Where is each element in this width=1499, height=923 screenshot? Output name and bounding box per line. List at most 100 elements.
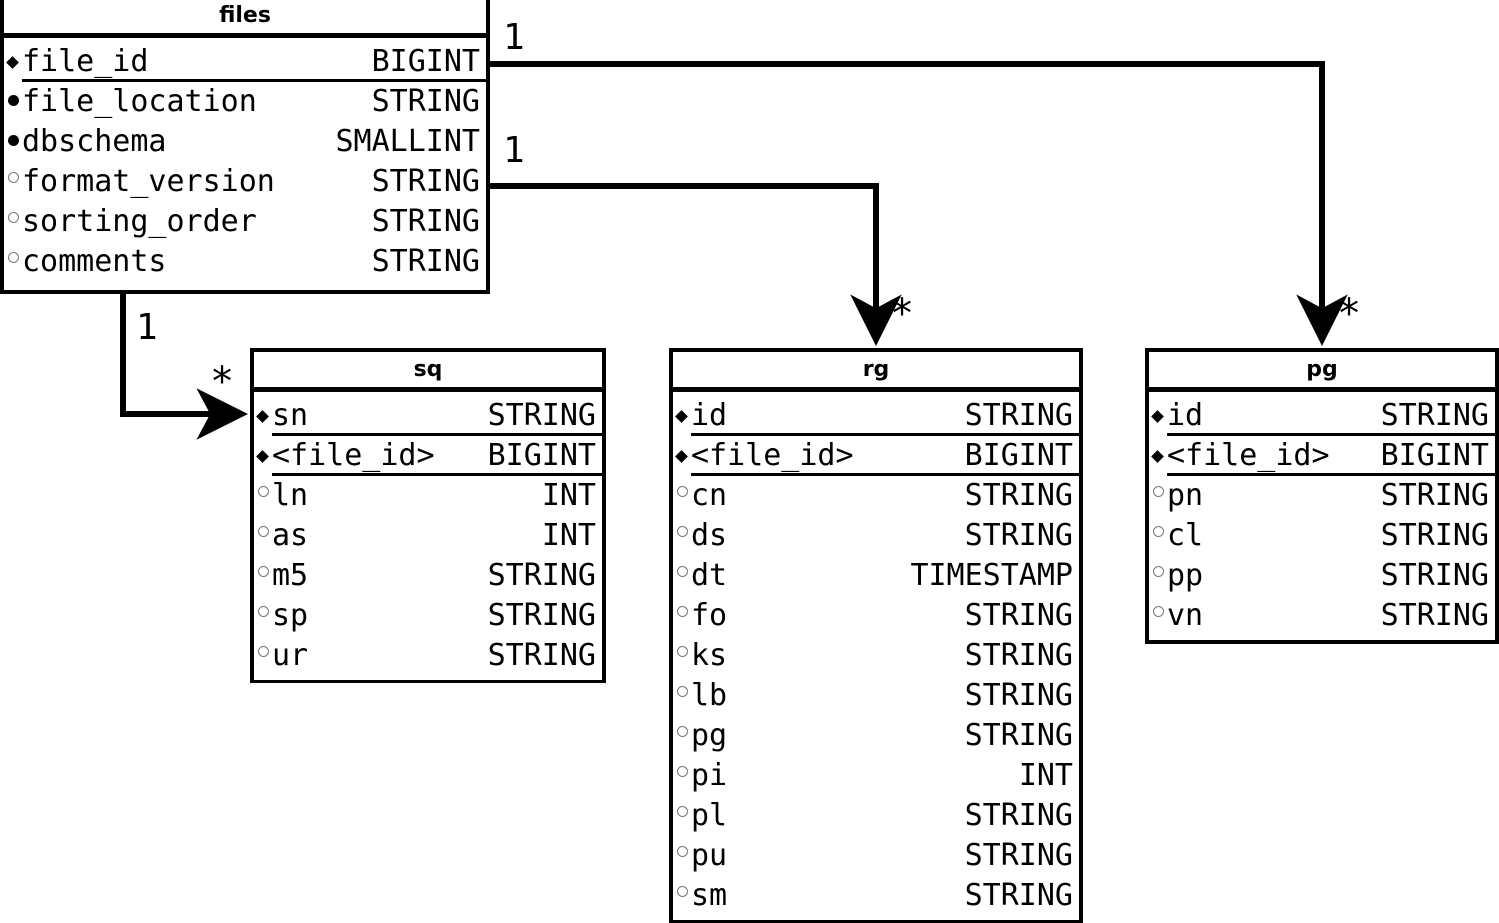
attribute-name: comments	[22, 244, 167, 279]
attribute-name: file_location	[22, 84, 257, 119]
attribute-name: vn	[1167, 598, 1204, 633]
attribute-type: STRING	[371, 204, 480, 239]
nullable-circle-icon	[677, 806, 691, 828]
nullable-circle-icon	[677, 766, 691, 788]
attribute-name: as	[272, 518, 309, 553]
attribute-type: STRING	[964, 718, 1073, 753]
attribute-row[interactable]: <file_id>BIGINT	[1149, 436, 1495, 476]
nullable-circle-icon	[1153, 486, 1167, 508]
attribute-type: STRING	[371, 84, 480, 119]
attribute-row[interactable]: pu STRING	[673, 836, 1079, 876]
attribute-row[interactable]: <file_id>BIGINT	[254, 436, 602, 476]
attribute-text: file_location STRING	[22, 82, 486, 122]
required-dot-icon	[8, 135, 22, 154]
attribute-type: STRING	[964, 838, 1073, 873]
attribute-name: <file_id>	[691, 438, 854, 473]
attribute-type: STRING	[371, 244, 480, 279]
cardinality-label-target-files-to-rg: *	[890, 291, 915, 337]
attribute-name: m5	[272, 558, 309, 593]
attribute-name: sp	[272, 598, 309, 633]
nullable-circle-icon	[8, 252, 22, 274]
attribute-row[interactable]: comments STRING	[4, 242, 486, 282]
nullable-circle-icon	[677, 646, 691, 668]
nullable-circle-icon	[1153, 606, 1167, 628]
attribute-row[interactable]: cl STRING	[1149, 516, 1495, 556]
cardinality-label-target-files-to-sq: *	[210, 359, 235, 405]
required-dot-icon	[8, 95, 22, 114]
nullable-circle-icon	[677, 526, 691, 548]
attribute-type: BIGINT	[1380, 438, 1489, 473]
attribute-name: lb	[691, 678, 728, 713]
nullable-circle-icon	[258, 566, 272, 588]
relationship-line-files-to-rg	[488, 183, 902, 347]
attribute-name: pu	[691, 838, 728, 873]
primary-key-diamond-icon	[256, 409, 272, 428]
attribute-name: cl	[1167, 518, 1204, 553]
attribute-row[interactable]: <file_id> BIGINT	[673, 436, 1079, 476]
attribute-text: <file_id>BIGINT	[1167, 436, 1495, 476]
attribute-name: ur	[272, 638, 309, 673]
attribute-type: INT	[1018, 758, 1073, 793]
cardinality-label-source-files-to-sq: 1	[136, 307, 158, 348]
attribute-type: STRING	[964, 398, 1073, 433]
attribute-type: BIGINT	[964, 438, 1073, 473]
attribute-row[interactable]: sm STRING	[673, 876, 1079, 916]
attribute-type: STRING	[1380, 518, 1489, 553]
attribute-name: ds	[691, 518, 728, 553]
nullable-circle-icon	[258, 606, 272, 628]
attribute-name: fo	[691, 598, 728, 633]
attribute-text: sm STRING	[691, 876, 1079, 916]
cardinality-label-source-files-to-pg: 1	[503, 17, 525, 58]
attribute-type: STRING	[964, 878, 1073, 913]
attribute-row[interactable]: file_location STRING	[4, 82, 486, 122]
cardinality-label-source-files-to-rg: 1	[503, 130, 525, 171]
entity-title-files: files	[219, 3, 271, 28]
attribute-text: <file_id>BIGINT	[272, 436, 602, 476]
attribute-text: <file_id> BIGINT	[691, 436, 1079, 476]
attribute-name: sm	[691, 878, 728, 913]
nullable-circle-icon	[1153, 526, 1167, 548]
entity-header-pg: pg	[1149, 352, 1495, 392]
attribute-text: pu STRING	[691, 836, 1079, 876]
